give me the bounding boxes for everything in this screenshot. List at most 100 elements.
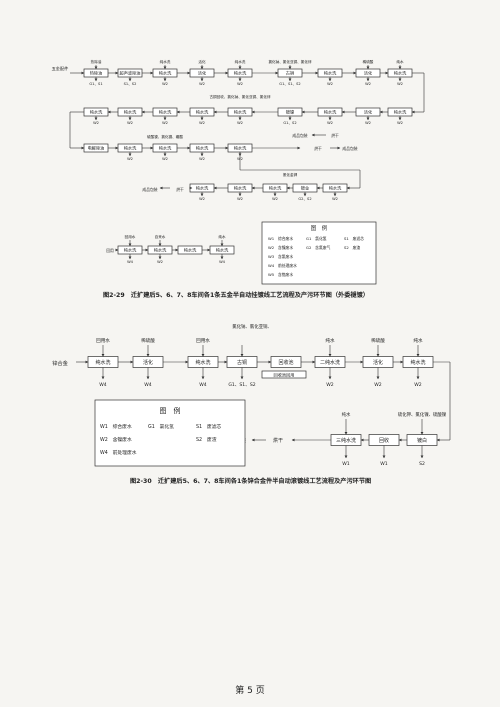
fig2-row1-step-label: 纯水洗 [195,359,210,366]
fig1-row1-step-label: 古铜 [286,69,294,76]
fig1-row1-output: S1、S2 [124,82,137,86]
fig2-row1-output: W4 [99,382,107,388]
fig2-row1-output: G1、S1、S2 [228,382,255,388]
fig1-row1-step-label: 活化 [364,69,373,76]
fig2-row1-step-label: 二纯水洗 [320,359,340,366]
fig1-dry: 烘干 [331,133,339,138]
fig1-small-start: 回用 [106,248,114,253]
fig2-row1-output: W4 [144,382,152,388]
fig1-row4-output: W2 [272,197,278,201]
fig2-row1-output: W2 [374,382,382,388]
fig1-row2-step-label: 纯水洗 [324,108,337,115]
fig1-legend-entry: W1 综合废水 [268,236,293,241]
figure-2-30: 锌合金 纯水洗 回用水 W4 活化 稀硫酸 W4 纯水洗 回用水 W4 古铜 氯化钠、氯化亚铜、 G1、… [52,323,451,467]
fig2-recovery-sub [261,370,307,379]
figure-2-29: 五金配件热除油热除油G1、S1超声波除油S1、S2纯水洗纯水洗W2活化活化W2纯… [52,59,425,285]
fig1-product2: 成品包装 [342,146,357,151]
fig1-row2-output: W2 [237,121,243,125]
fig2-legend-entry: S2 废渣 [196,436,217,443]
fig1-small-step-label: 纯水洗 [184,246,197,253]
fig2-legend-entry: S1 废滤芯 [196,423,221,430]
page-number: 第 5 页 [235,686,265,696]
fig2-legend-entry: G1 氯化氢 [148,423,174,430]
fig1-row4-output: G2、S2 [298,197,311,201]
fig1-row2-step-label: 纯水洗 [234,108,247,115]
fig2-row2-step-label: 三纯水洗 [336,437,356,444]
fig2-row1-step-label: 活化 [373,359,383,366]
fig2-row1-step-label: 纯水洗 [410,359,425,366]
fig1-legend-entry: W3 含氰废水 [268,254,293,259]
fig1-row3-step-label: 电解除油 [88,144,105,151]
fig1-row3-note: 硫酸镍、氯化镍、硼酸 [147,134,183,139]
fig1-dry3: 烘干 [176,187,184,192]
fig1-row1-input: 纯水洗 [160,59,171,64]
fig1-row2-output: W2 [397,121,403,125]
fig1-row1-output: W2 [365,82,371,86]
fig1-dry2: 烘干 [314,146,322,151]
fig1-product: 成品包装 [292,133,307,138]
fig1-row1-step-label: 超声波除油 [120,69,141,76]
fig1-small-step-label: 纯水洗 [124,246,137,253]
fig2-row1-input: 回用水 [196,337,210,344]
fig2-row1-input: 稀硫酸 [371,337,385,344]
fig2-row2-step: 烘干 [273,437,283,444]
fig2-row2-output: S2 [419,461,425,467]
figure-2-30-caption: 图2-30 迁扩建后5、6、7、8车间各1条锌合金件半自动滚镀线工艺流程及产污环… [130,477,371,485]
fig2-row2-step-label: 回收 [379,437,389,444]
fig2-row1-step-label: 古铜 [237,359,247,366]
fig1-row2-output: W2 [365,121,371,125]
fig1-row2-step-label: 纯水洗 [90,108,103,115]
fig1-row1-step-label: 热除油 [90,69,103,76]
fig2-row1-input: 氯化钠、氯化亚铜、 [232,323,272,330]
fig1-row1-input: 稀硫酸 [363,59,374,64]
fig1-row4-output: W2 [199,197,205,201]
fig2-row1-step-label: 回收池 [278,359,293,366]
fig2-row1-input: 回用水 [96,337,110,344]
fig2-row1-step-label: 纯水洗 [95,359,110,366]
fig1-legend-entry: G2 含氰废气 [306,245,331,250]
fig1-row4-step-label: 纯水洗 [234,184,247,191]
fig1-legend-entry: S2 废渣 [344,245,360,250]
fig1-legend-entry: G1 氯化氢 [306,236,327,241]
fig2-row1-output: W2 [326,382,334,388]
figure-2-29-caption: 图2-29 迁扩建后5、6、7、8车间各1条五金半自动挂镀线工艺流程及产污环节图… [103,291,369,299]
fig1-mid-note: 古铜回收、氯化钠、氯化亚铜、氯化锌 [209,94,270,99]
fig1-row3-step-label: 纯水洗 [124,144,137,151]
fig1-row3-output: W2 [199,157,205,161]
fig2-legend-title: 图 例 [160,406,181,415]
fig1-row1-output: W2 [199,82,205,86]
fig2-legend-entry: W1 综合废水 [100,423,132,430]
fig1-small-output: W4 [127,260,134,264]
fig1-row4-output: W2 [332,197,338,201]
fig1-small-output: W4 [219,260,226,264]
fig1-row3-step-label: 纯水洗 [234,144,247,151]
fig1-row4-step-label: 纯水洗 [329,184,342,191]
fig1-small-output: W2 [157,260,163,264]
fig2-row1-output: W2 [414,382,422,388]
fig1-row1-output: W2 [237,82,243,86]
fig1-legend-entry: W4 前处理废水 [268,263,297,268]
fig1-row1-output: G1、S1 [89,82,102,86]
fig2-legend-entry: W4 前处理废水 [100,449,137,456]
fig1-row2-output: G1、S2 [283,121,296,125]
fig1-product3: 成品包装 [142,187,157,192]
fig1-row2-step-label: 活化 [364,108,373,115]
fig1-row1-step-label: 纯水洗 [159,69,172,76]
fig2-row1-input: 纯水 [413,337,423,344]
fig2-row2-input: 硫化钾、氯化镍、硫酸镍 [398,411,447,418]
fig1-row1-step-label: 活化 [198,69,207,76]
fig1-small-input: 自来水 [155,234,166,239]
fig1-row1-input: 纯水 [396,59,404,64]
fig2-row1-output: W4 [199,382,207,388]
fig1-row2-step-label: 纯水洗 [124,108,137,115]
fig1-legend [261,221,377,285]
fig1-row2-output: W2 [127,121,133,125]
fig1-row2-output: W2 [199,121,205,125]
fig1-row4-output: W2 [237,197,243,201]
fig1-row1-output: W2 [397,82,403,86]
fig2-row1-input: 稀硫酸 [141,337,155,344]
fig1-row1-output: G1、S1、S2 [279,82,300,86]
fig2-start: 锌合金 [52,359,68,367]
fig1-row2-step-label: 纯水洗 [196,108,209,115]
